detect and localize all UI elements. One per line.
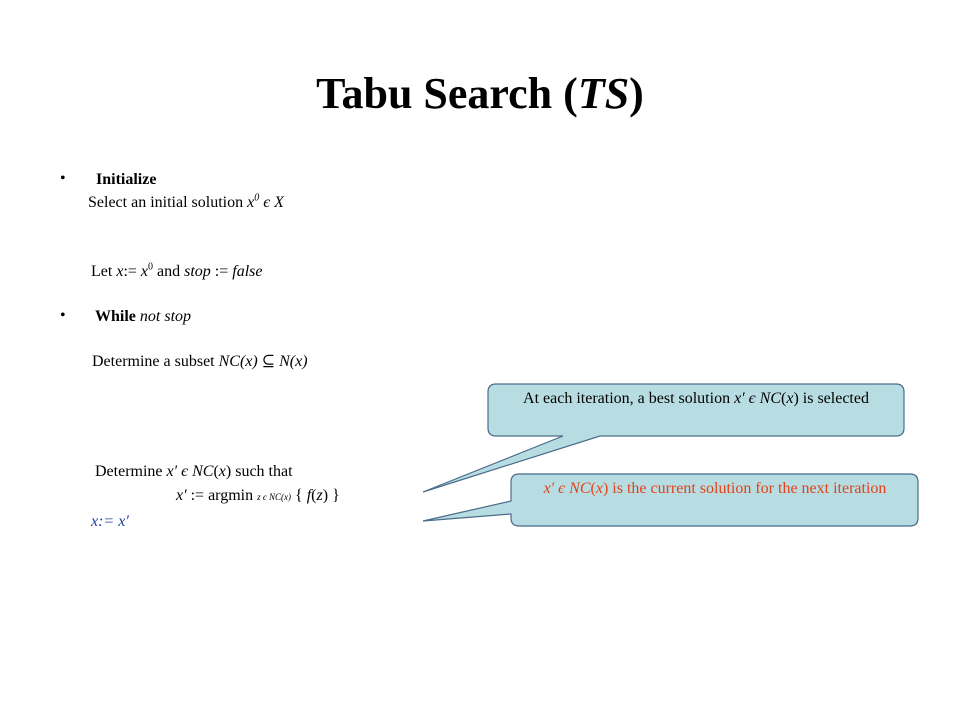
best-solution-callout: At each iteration, a best solution x′ є … xyxy=(523,390,869,407)
initialize-label: Initialize xyxy=(96,171,157,188)
best-solution-callout-shape xyxy=(422,383,905,493)
let-line: Let x:= x0 and stop := false xyxy=(91,261,263,280)
select-initial-line: Select an initial solution x0 є X xyxy=(88,192,284,211)
slide-title: Tabu Search (TS) xyxy=(0,68,960,119)
determine-line: Determine x′ є NC(x) such that xyxy=(95,463,293,480)
bullet-dot: • xyxy=(60,170,66,187)
update-line: x:= x′ xyxy=(91,513,129,530)
title-main: Tabu Search ( xyxy=(316,69,578,118)
current-solution-callout: x′ є NC(x) is the current solution for t… xyxy=(543,480,887,497)
title-close: ) xyxy=(629,69,644,118)
current-solution-callout-shape xyxy=(422,473,919,527)
determine-subset-line: Determine a subset NC(x) ⊆ N(x) xyxy=(92,353,308,370)
title-acronym: TS xyxy=(577,69,630,118)
bullet-dot: • xyxy=(60,307,66,324)
argmin-line: x′ := argmin z є NC(x) { f(z) } xyxy=(176,487,340,504)
while-line: While not stop xyxy=(95,308,192,325)
